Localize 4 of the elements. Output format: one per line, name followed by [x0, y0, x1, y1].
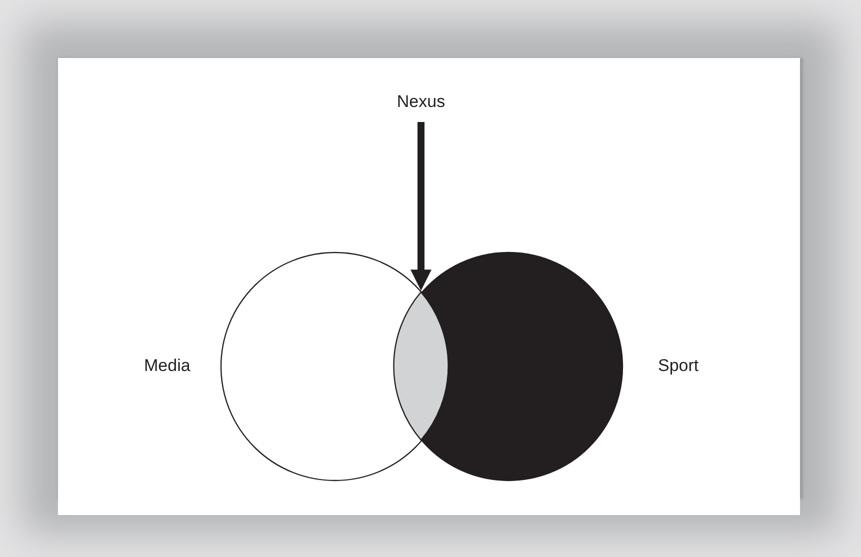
circle-label: Media	[144, 356, 190, 376]
arrow	[410, 122, 432, 291]
circle-label: Sport	[658, 356, 699, 376]
title-label: Nexus	[396, 92, 446, 112]
